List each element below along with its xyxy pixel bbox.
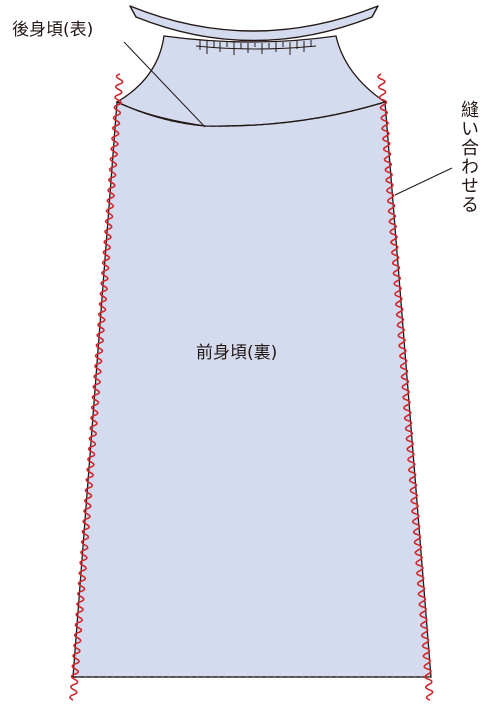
left-overlock-stitch xyxy=(69,73,124,701)
front-bodice-piece xyxy=(72,101,432,678)
right-overlock-stitch xyxy=(377,73,434,701)
fold-line xyxy=(116,101,386,127)
sew-together-leader-line xyxy=(394,167,453,196)
back-bodice-label: 後身頃(表) xyxy=(12,20,94,40)
sew-together-label: 縫い合わせる xyxy=(458,100,479,214)
neck-binding xyxy=(129,5,379,42)
back-bodice-leader-line xyxy=(123,41,206,128)
gathers xyxy=(195,40,317,55)
front-bodice-label: 前身頃(裏) xyxy=(196,343,278,363)
